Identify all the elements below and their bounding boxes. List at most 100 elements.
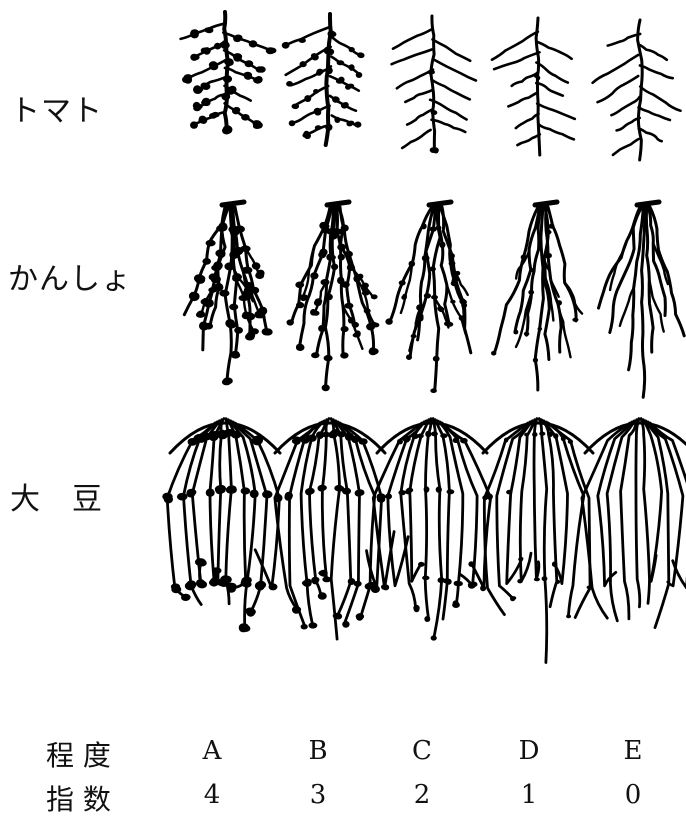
index-0: 0 [625,780,642,810]
root-gall [553,433,558,439]
root-gall [399,280,406,285]
tomato-plant-c [392,16,476,153]
root-gall [325,294,333,301]
tomato-plant-e [593,20,681,160]
root-gall [236,226,245,233]
root-gall [344,251,353,258]
root-gall [449,253,455,259]
root-gall [245,333,255,340]
root-gall [202,83,211,90]
sweetpotato-root [650,207,684,336]
root-gall [214,43,221,50]
tomato-lateral-root [432,80,470,100]
index-3: 3 [310,780,327,810]
root-gall [304,133,311,139]
root-gall [206,240,216,247]
tomato-lateral-root [331,57,359,75]
root-gall [342,488,351,495]
root-gall [342,621,349,628]
root-gall [338,77,344,83]
root-gall [223,125,233,133]
root-gall [300,61,307,67]
tomato-lateral-root [640,66,673,79]
root-gall [370,348,379,355]
tomato-lateral-root [392,50,432,65]
tomato-lateral-root [432,120,466,132]
sweetpotato-branch [516,249,529,279]
sweetpotato-crown [535,202,557,205]
root-gall [417,315,423,321]
root-gall [253,77,262,84]
root-gall [539,432,545,436]
root-gall [371,585,380,593]
root-gall [357,52,364,57]
root-gall [397,439,403,445]
tomato-lateral-root [402,130,430,148]
soybean-plant-c [373,419,493,641]
tomato-plant-a [181,12,277,135]
root-gall [318,570,327,576]
root-gall [214,283,223,291]
tomato-lateral-root [639,45,667,60]
root-gall [313,311,320,316]
sweetpotato-branch [610,241,627,290]
root-gall [316,71,322,76]
tomato-plant-d [492,18,575,155]
root-gall [223,377,233,384]
root-gall [355,490,363,497]
root-gall [295,282,304,289]
root-gall [424,486,430,492]
root-gall [181,594,190,601]
tomato-lateral-root [332,37,360,55]
root-gall [411,334,417,338]
root-gall [352,322,359,328]
sweetpotato-plant-e [599,202,685,397]
root-gall [216,225,226,232]
root-gall [452,278,458,284]
root-gall [514,330,519,335]
root-gall [269,583,278,590]
root-gall [453,438,460,443]
root-gall [209,273,218,280]
root-gall [436,486,442,492]
root-gall [197,560,207,567]
root-gall [436,225,442,230]
root-gall [204,323,213,330]
root-gall [331,264,338,270]
root-gall [310,272,318,279]
root-gall [341,326,349,332]
root-gall [292,104,300,110]
root-gall [287,319,294,325]
root-gall [197,311,205,317]
soybean-root [310,420,327,596]
root-gall [401,295,407,300]
degree-b: B [308,736,327,766]
tomato-lateral-root [536,63,567,83]
root-gall [286,81,293,87]
root-gall [190,31,198,38]
root-gall [195,275,205,282]
root-gall [246,313,255,321]
root-gall [429,267,436,272]
root-gall [296,302,304,308]
root-gall [313,89,319,94]
soybean-root [520,420,534,582]
root-gall [524,433,529,437]
root-gall [264,328,273,335]
root-gall [300,295,306,300]
soybean-root [636,419,640,607]
root-gall [164,495,173,503]
root-gall [189,292,198,300]
root-gall [177,493,188,501]
soybean-root [534,419,539,579]
root-gall [246,608,256,615]
root-gall [293,438,301,444]
soybean-root [621,420,637,619]
sweetpotato-plant-d [491,202,582,390]
soybean-root [218,419,224,583]
root-gall [445,579,451,585]
sweetpotato-crown [327,202,349,205]
root-gall [345,85,351,90]
tomato-plant-b [282,14,365,145]
